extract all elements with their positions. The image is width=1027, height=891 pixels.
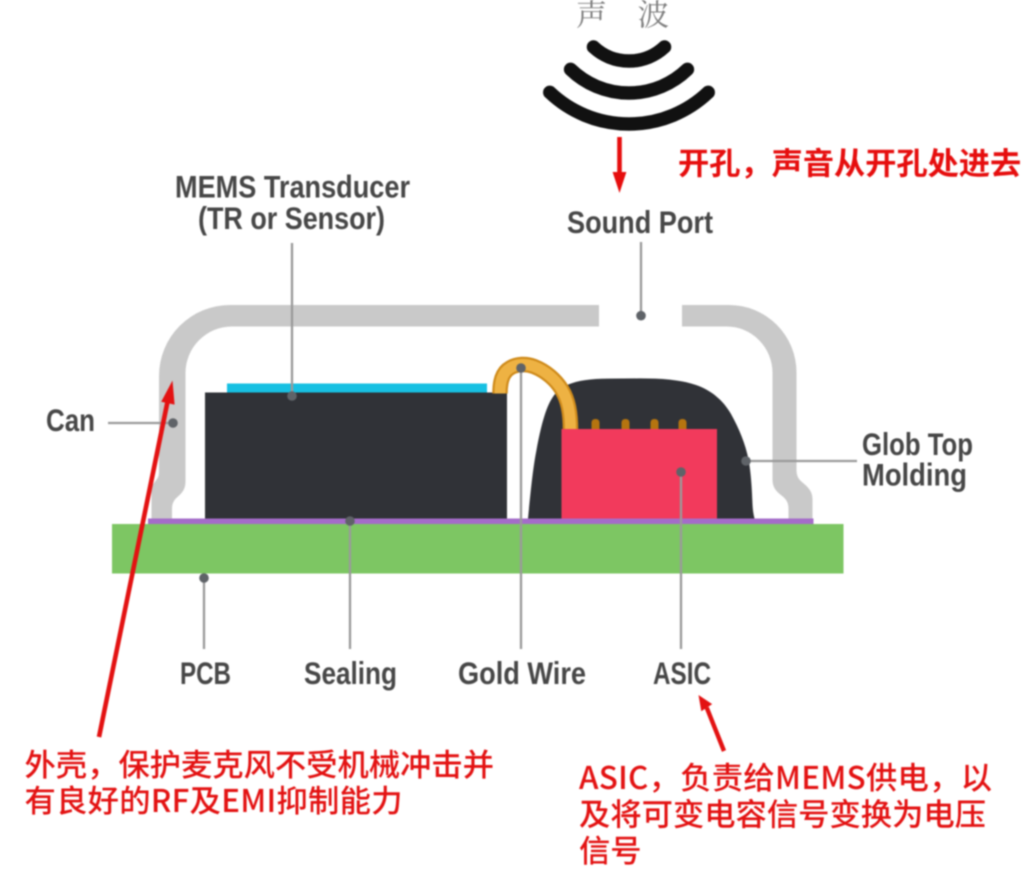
svg-text:PCB: PCB — [180, 655, 231, 691]
svg-text:Sound Port: Sound Port — [567, 204, 713, 240]
svg-text:ASIC: ASIC — [653, 655, 711, 691]
svg-text:Molding: Molding — [862, 457, 967, 493]
svg-text:(TR or Sensor): (TR or Sensor) — [198, 200, 385, 236]
svg-text:Sealing: Sealing — [304, 655, 397, 691]
svg-text:Gold Wire: Gold Wire — [458, 655, 586, 691]
svg-text:Can: Can — [46, 402, 95, 438]
svg-text:MEMS Transducer: MEMS Transducer — [175, 169, 410, 205]
svg-text:Glob Top: Glob Top — [862, 426, 973, 462]
